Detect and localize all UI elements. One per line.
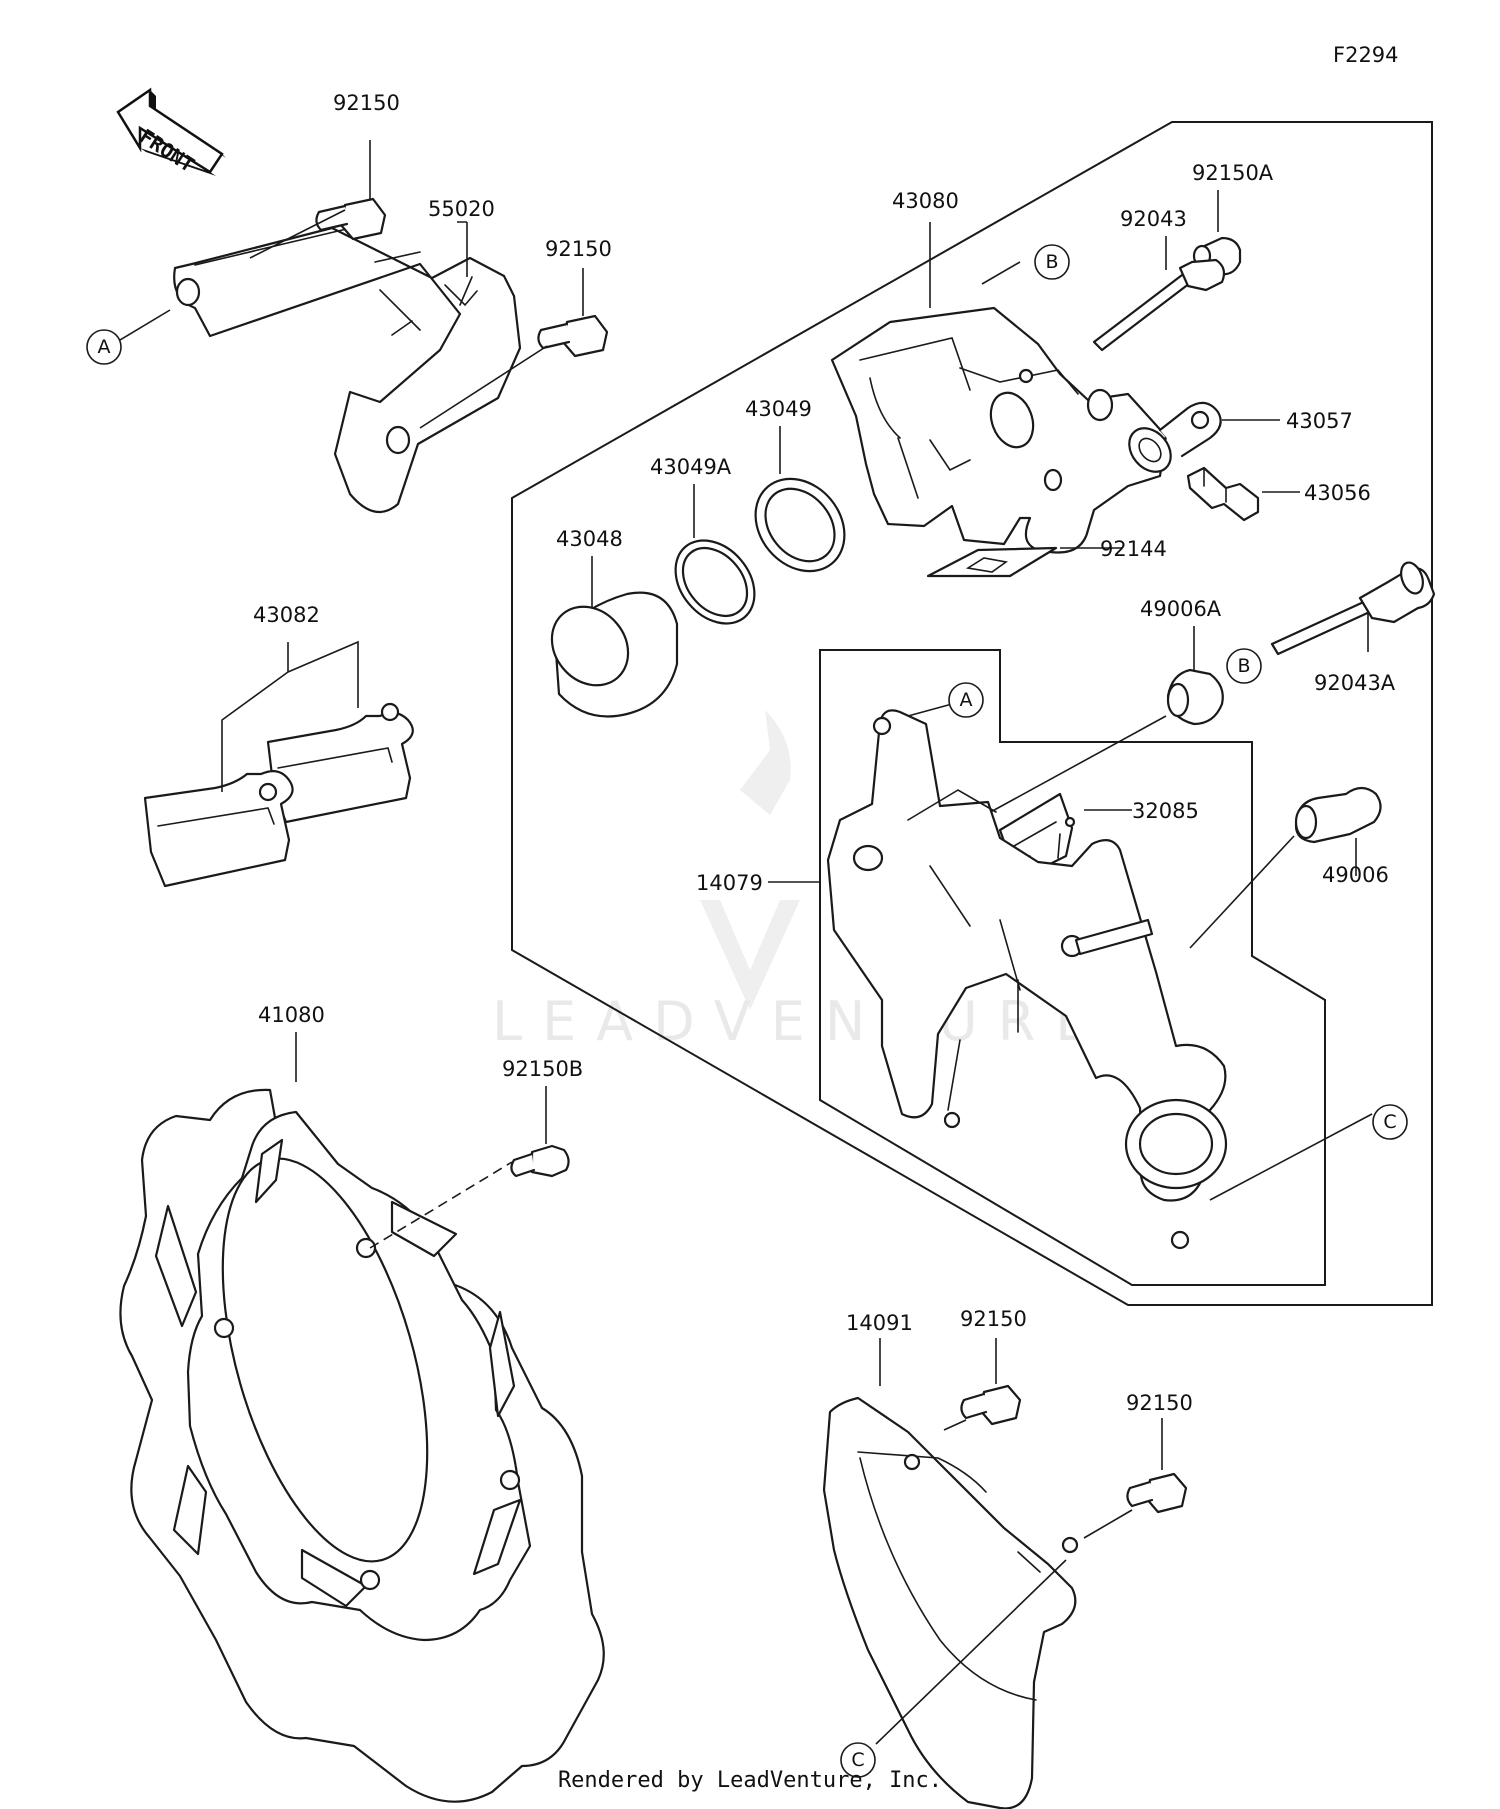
assembly-line-bolt-right <box>419 345 548 429</box>
leader-43082 <box>221 640 359 792</box>
label-14091: 14091 <box>846 1311 913 1335</box>
label-43082: 43082 <box>253 603 320 627</box>
disc-guard-14091 <box>822 1396 1079 1809</box>
leader-ref-c-guard <box>875 1559 1067 1745</box>
label-92150-guard-right: 92150 <box>1126 1391 1193 1415</box>
brake-pads-43082 <box>143 702 414 888</box>
label-92150B: 92150B <box>502 1057 583 1081</box>
brake-pedal-bracket-55020 <box>173 226 522 514</box>
watermark: LEADVENTURE <box>492 710 1109 1053</box>
ref-c-holder: C <box>1383 1111 1396 1133</box>
label-92150-bracket-right: 92150 <box>545 237 612 261</box>
ref-circle-c-holder <box>1372 1104 1408 1140</box>
boot-49006 <box>1294 786 1382 844</box>
label-43057: 43057 <box>1286 409 1353 433</box>
label-43056: 43056 <box>1304 481 1371 505</box>
label-43049: 43049 <box>745 397 812 421</box>
label-43080: 43080 <box>892 189 959 213</box>
label-49006A: 49006A <box>1140 597 1222 621</box>
bleeder-43057 <box>1128 401 1222 473</box>
ref-circle-b-pin <box>1226 648 1262 684</box>
label-14079: 14079 <box>696 871 763 895</box>
ref-a-holder: A <box>960 689 973 711</box>
bolt-92150-guard-left <box>960 1384 1022 1426</box>
label-92150-bracket-top: 92150 <box>333 91 400 115</box>
brake-disc-41080 <box>119 1088 605 1803</box>
ref-circle-a-bracket <box>86 329 122 365</box>
label-41080: 41080 <box>258 1003 325 1027</box>
caliper-assembly-frame <box>511 121 1433 1306</box>
front-arrow-icon: FRONT <box>116 87 226 177</box>
label-92043A: 92043A <box>1314 671 1396 695</box>
bolt-92150-guard-right <box>1126 1472 1188 1514</box>
leader-55020 <box>457 221 468 277</box>
leader-ref-c-holder <box>1209 1113 1373 1201</box>
label-43049A: 43049A <box>650 455 732 479</box>
ref-circle-b-caliper <box>1034 244 1070 280</box>
assembly-line-bolt-top <box>249 209 346 259</box>
figure-code: F2294 <box>1333 43 1399 67</box>
piston-43048 <box>550 591 679 718</box>
label-32085: 32085 <box>1132 799 1199 823</box>
assembly-line-49006A <box>975 715 1167 821</box>
bolt-92150-bracket-right <box>537 314 609 358</box>
label-92144: 92144 <box>1100 537 1167 561</box>
ref-a-bracket: A <box>98 336 111 358</box>
label-92150A: 92150A <box>1192 161 1274 185</box>
ref-c-guard: C <box>851 1749 864 1771</box>
assembly-line-guard-left <box>943 1419 967 1431</box>
caliper-pin-92043A <box>1270 561 1436 656</box>
label-49006: 49006 <box>1322 863 1389 887</box>
label-43048: 43048 <box>556 527 623 551</box>
caliper-pin-92043 <box>1092 258 1226 352</box>
assembly-line-guard-right <box>1083 1509 1133 1539</box>
assembly-line-49006 <box>1189 835 1295 949</box>
label-55020: 55020 <box>428 197 495 221</box>
leader-ref-a-holder <box>907 703 953 717</box>
assembly-line-92150B <box>369 1161 513 1249</box>
clip-92144 <box>926 546 1058 578</box>
watermark-text: LEADVENTURE <box>492 990 1109 1053</box>
seal-43049 <box>754 477 846 573</box>
caliper-holder-14079 <box>826 709 1228 1250</box>
holder-assembly-frame <box>819 649 1326 1286</box>
label-92150-guard-left: 92150 <box>960 1307 1027 1331</box>
footer-credit: Rendered by LeadVenture, Inc. <box>557 1768 943 1793</box>
boot-49006A <box>1166 668 1224 726</box>
ref-circle-a-holder <box>948 682 984 718</box>
leader-ref-b-caliper <box>981 261 1021 285</box>
ref-b-caliper: B <box>1045 251 1058 273</box>
seal-43049A <box>674 539 756 625</box>
ref-circle-c-guard <box>840 1742 876 1778</box>
bolt-92150B <box>510 1144 570 1178</box>
label-92043: 92043 <box>1120 207 1187 231</box>
bleeder-valve-43056 <box>1186 466 1260 522</box>
caliper-body-43080 <box>830 306 1168 554</box>
ref-b-pin: B <box>1237 655 1250 677</box>
